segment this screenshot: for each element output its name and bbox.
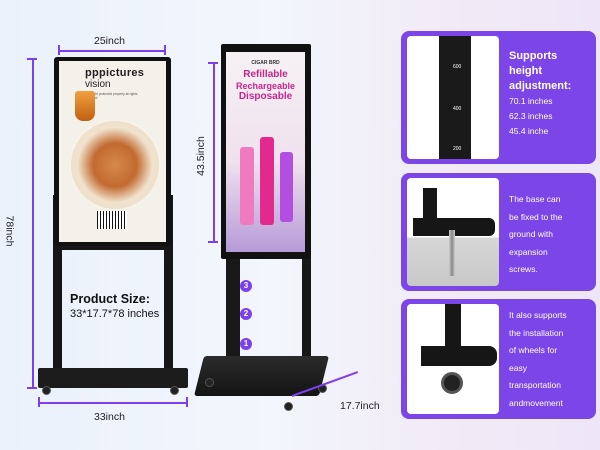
wheel-text-line-5: transportation <box>509 380 561 390</box>
stand1-wheel-left <box>42 386 51 395</box>
base-text-line-5: screws. <box>509 264 538 274</box>
feature-card-base-text: The base can be fixed to the ground with… <box>509 191 593 279</box>
base-text-line-4: expansion <box>509 246 548 257</box>
wheel-text-line-2: the installation <box>509 327 564 338</box>
dim-height-label: 78inch <box>3 215 16 247</box>
wheel-text-line-3: of wheels for <box>509 345 558 355</box>
dim-screen-height-label: 43.5inch <box>194 136 207 176</box>
vape-device-1-icon <box>240 147 254 225</box>
stand2-wheel-1 <box>205 378 214 387</box>
feature-card-height: 600 400 200 Supports height adjustment: … <box>401 31 596 164</box>
product-size-spec: 33*17.7*78 inches <box>70 308 160 320</box>
expansion-screw-image <box>407 178 499 286</box>
wheel-base-plate <box>421 346 497 366</box>
height-adjust-title: Supports height adjustment: <box>509 50 572 92</box>
feature-card-height-text: Supports height adjustment: 70.1 inches … <box>509 49 593 139</box>
dim-width-top-cap-left <box>58 45 60 55</box>
stand2-screen: CIGAR BRD Refillable Rechargeable Dispos… <box>226 52 305 252</box>
screen2-line3: Disposable <box>238 91 293 102</box>
dim-height-line <box>32 58 34 388</box>
height-position-1-badge: 1 <box>240 338 252 350</box>
wheel-text-line-1: It also supports <box>509 310 567 320</box>
dim-screen-height-line <box>213 62 215 242</box>
stand2-wheel-2 <box>284 402 293 411</box>
screen1-title: pppictures <box>85 67 145 79</box>
feature-card-wheels-text: It also supports the installation of whe… <box>509 307 595 412</box>
vape-device-3-icon <box>280 152 293 222</box>
stand1-right-pole <box>164 195 173 370</box>
base-text-line-3: ground with <box>509 229 553 239</box>
height-mark-200: 200 <box>453 146 462 152</box>
height-option-2: 62.3 inches <box>509 111 553 121</box>
dim-screen-height-cap-top <box>208 62 218 64</box>
wheel-image <box>407 304 499 414</box>
height-option-3: 45.4 inche <box>509 126 549 136</box>
screen1-subtitle: vision <box>85 79 111 90</box>
stand2-left-pole <box>226 258 240 368</box>
dim-width-top-cap-right <box>164 45 166 55</box>
height-mark-400: 400 <box>453 106 462 112</box>
dim-width-base-cap-left <box>38 397 40 407</box>
stand1-base <box>38 368 188 388</box>
feature-card-base-fixing: The base can be fixed to the ground with… <box>401 173 596 291</box>
height-position-3-badge: 3 <box>240 280 252 292</box>
height-option-1: 70.1 inches <box>509 96 553 106</box>
wheel-text-line-4: easy <box>509 362 527 373</box>
base-text-line-2: be fixed to the <box>509 211 563 222</box>
height-position-2-badge: 2 <box>240 308 252 320</box>
dim-width-base-label: 33inch <box>94 411 125 423</box>
stand1-screen: pppictures vision copyright protected pr… <box>59 61 166 242</box>
dim-width-base-cap-right <box>186 397 188 407</box>
dim-screen-height-cap-bottom <box>208 241 218 243</box>
base-text-line-1: The base can <box>509 194 561 204</box>
height-adjust-image: 600 400 200 <box>407 36 499 159</box>
product-size-title: Product Size: <box>70 292 150 306</box>
dim-width-base-line <box>38 402 188 404</box>
dim-depth-label: 17.7inch <box>340 400 380 412</box>
dim-height-cap-top <box>27 58 37 60</box>
caster-wheel-icon <box>441 372 463 394</box>
barcode-icon <box>97 211 127 229</box>
dim-width-top-line <box>58 50 166 52</box>
food-plate-image <box>69 119 161 211</box>
stand1-crossbar <box>53 244 173 250</box>
dim-height-cap-bottom <box>27 387 37 389</box>
vape-device-2-icon <box>260 137 274 225</box>
pole-closeup-left <box>439 36 449 159</box>
screen2-line2: Rechargeable <box>235 81 296 91</box>
dim-width-top-label: 25inch <box>94 35 125 47</box>
stand2-right-pole <box>302 250 311 368</box>
stand1-left-pole <box>53 195 62 370</box>
height-mark-600: 600 <box>453 64 462 70</box>
screw-icon <box>449 230 455 276</box>
feature-card-wheels: It also supports the installation of whe… <box>401 299 596 419</box>
screen2-brand: CIGAR BRD <box>251 60 280 66</box>
drink-glass-icon <box>75 91 95 121</box>
base-plate <box>413 218 495 236</box>
screen2-line1: Refillable <box>243 69 288 80</box>
wheel-text-line-6: andmovement <box>509 397 563 408</box>
pole-closeup <box>447 36 471 159</box>
stand1-wheel-right <box>170 386 179 395</box>
